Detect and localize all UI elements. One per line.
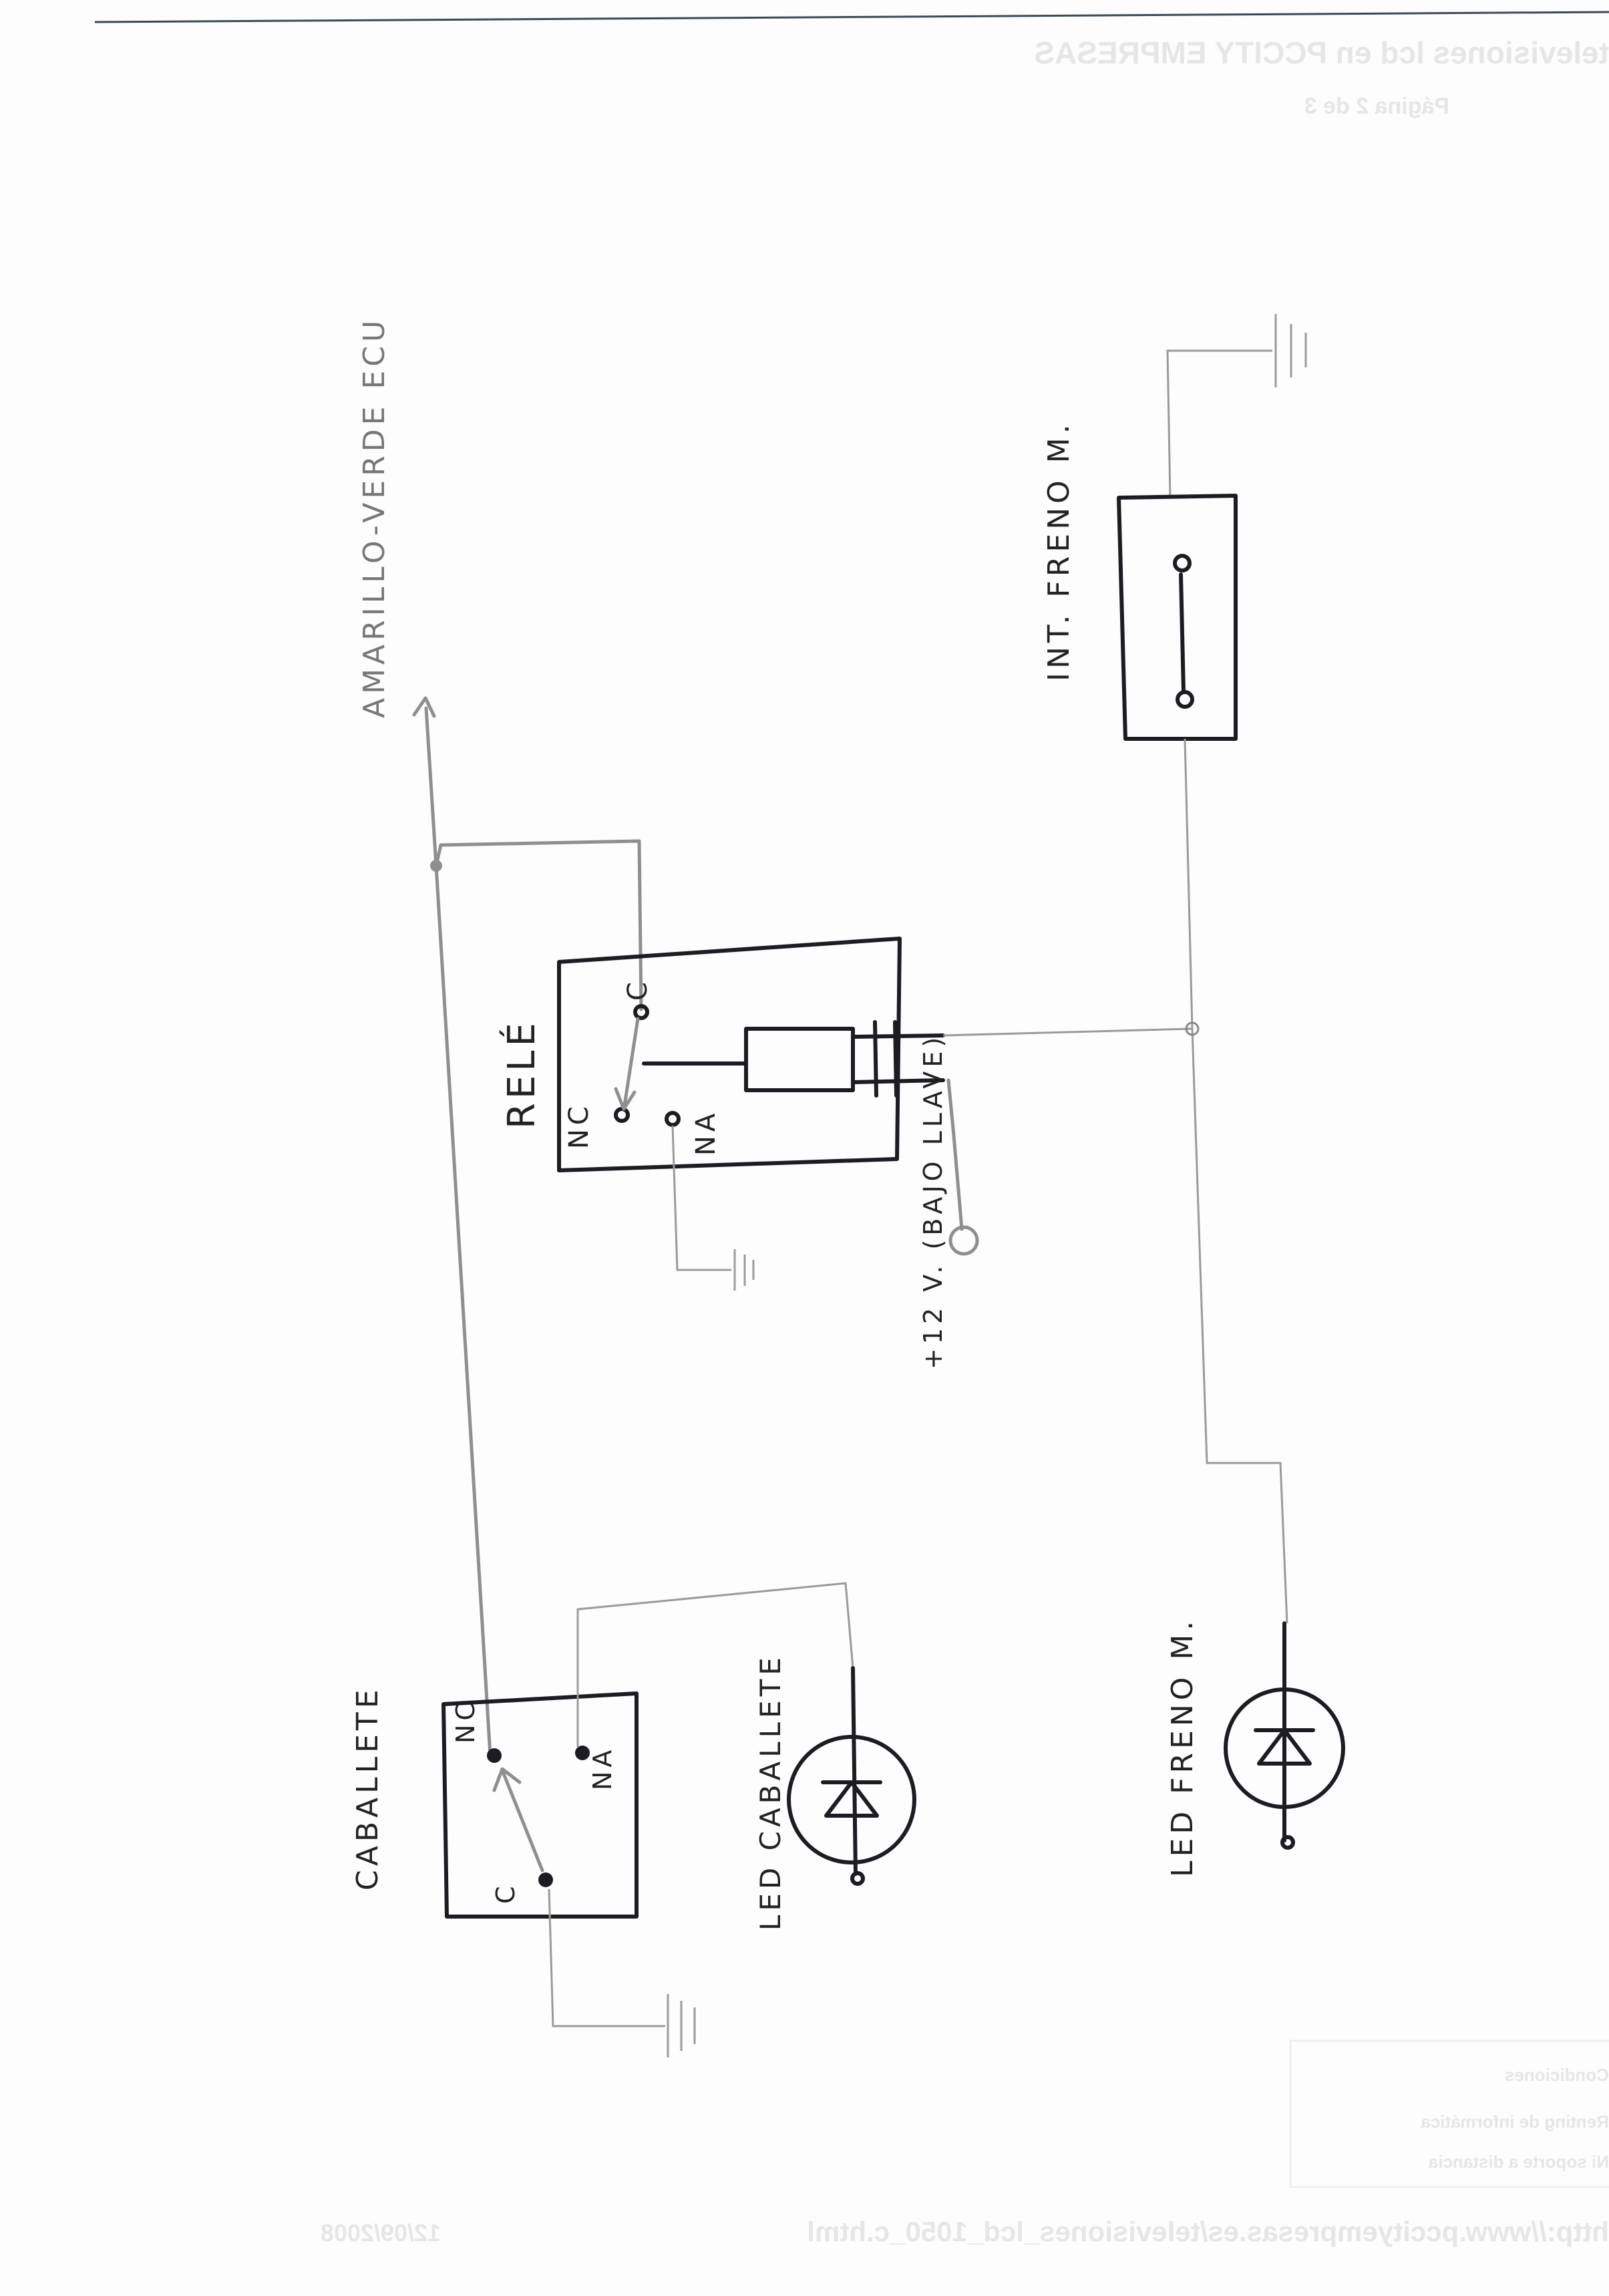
kickstand-na-label: NA	[588, 1746, 617, 1790]
supply-label: +12 V. (BAJO LLAVE)	[918, 1033, 948, 1369]
supply-12v: +12 V. (BAJO LLAVE)	[918, 1033, 979, 1369]
show-through-box-line: Condiciones	[1505, 2065, 1609, 2085]
relay-na-label: NA	[691, 1110, 721, 1156]
relay-coil	[744, 1027, 855, 1092]
show-through-box-line: Ni soporte a distancia	[1428, 2152, 1609, 2172]
supply-terminal	[948, 1225, 979, 1256]
show-through-page-number: Página 2 de 3	[1304, 94, 1449, 119]
ecu-wire: AMARILLO-VERDE ECU	[357, 317, 643, 1758]
kickstand-na-terminal	[575, 1746, 590, 1760]
kickstand-nc-label: NC	[451, 1699, 480, 1744]
show-through-footer-url: http://www.pccityempresas.es/televisione…	[807, 2216, 1609, 2247]
kickstand-switch: NC NA C CABALLETE	[351, 1582, 854, 2058]
ground-icon	[733, 1249, 755, 1291]
kickstand-nc-terminal	[487, 1748, 502, 1763]
kickstand-label: CABALLETE	[351, 1685, 385, 1891]
show-through-footer-date: 12/09/2008	[321, 2219, 441, 2247]
show-through-layer: televisiones lcd en PCCITY EMPRESAS Pági…	[321, 35, 1609, 2247]
kickstand-c-terminal	[538, 1872, 553, 1887]
junction-dot	[1185, 1021, 1200, 1036]
switch-contact	[1173, 554, 1192, 572]
brake-switch-circuit: INT. FRENO M.	[942, 314, 1307, 1624]
diode-icon	[1257, 1728, 1312, 1766]
scan-edge-line	[94, 11, 1609, 23]
led-kickstand-label: LED CABALLETE	[754, 1653, 787, 1931]
show-through-box	[1289, 2039, 1609, 2188]
led-brake: LED FRENO M.	[1166, 1617, 1345, 1877]
led-kickstand: LED CABALLETE	[754, 1653, 916, 1931]
relay-na-terminal	[665, 1111, 681, 1127]
ecu-wire-label: AMARILLO-VERDE ECU	[357, 317, 391, 718]
relay-nc-label: NC	[564, 1102, 594, 1149]
diode-icon	[824, 1780, 879, 1818]
show-through-header: televisiones lcd en PCCITY EMPRESAS	[1034, 35, 1609, 70]
relay-c-label: C	[622, 978, 653, 1001]
ground-icon	[667, 1994, 696, 2058]
kickstand-c-label: C	[491, 1882, 520, 1904]
switch-contact	[1176, 690, 1194, 709]
relay-label: RELÉ	[500, 1019, 544, 1129]
relay-nc-terminal	[614, 1107, 630, 1123]
show-through-box-line: Renting de informática	[1421, 2112, 1609, 2132]
relay-c-terminal	[633, 1004, 649, 1020]
arrow-icon	[412, 696, 436, 718]
ground-icon	[1274, 314, 1307, 387]
brake-switch-label: INT. FRENO M.	[1042, 420, 1076, 681]
led-brake-label: LED FRENO M.	[1166, 1617, 1200, 1877]
relay: NC C NA RELÉ	[500, 937, 945, 1291]
brake-switch-box	[1117, 494, 1238, 741]
